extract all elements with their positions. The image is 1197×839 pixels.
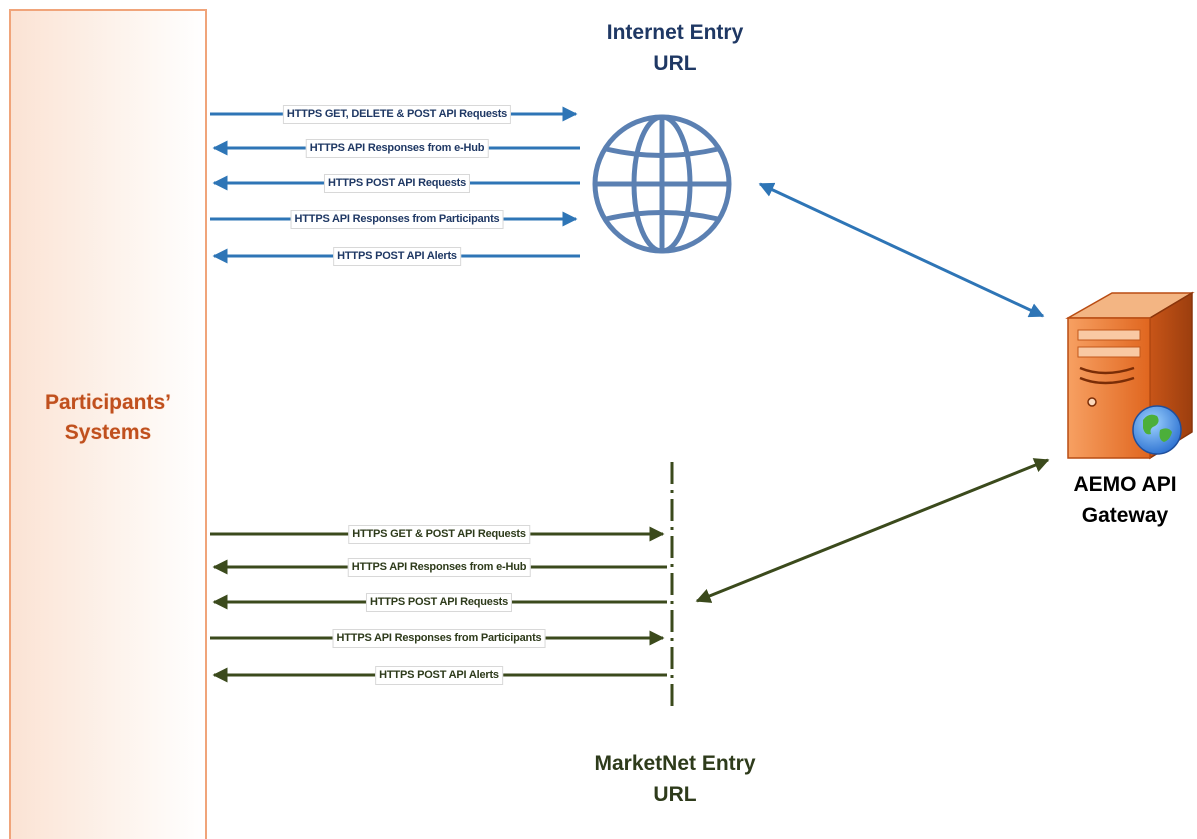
internet-gateway-connector bbox=[758, 182, 1045, 318]
marketnet-entry-title: MarketNet Entry URL bbox=[560, 748, 790, 810]
server-globe-icon bbox=[1065, 291, 1195, 460]
participants-systems-label: Participants’ Systems bbox=[10, 388, 206, 448]
marketnet-flow-label-5: HTTPS POST API Alerts bbox=[375, 666, 503, 685]
participants-systems-box bbox=[9, 9, 207, 839]
internet-flow-label-1: HTTPS GET, DELETE & POST API Requests bbox=[282, 105, 512, 124]
marketnet-title-line1: MarketNet Entry bbox=[594, 752, 756, 775]
internet-flow-label-3: HTTPS POST API Requests bbox=[323, 174, 471, 193]
internet-flow-label-2: HTTPS API Responses from e-Hub bbox=[305, 139, 489, 158]
marketnet-flow-label-4: HTTPS API Responses from Participants bbox=[332, 629, 546, 648]
marketnet-flow-label-3: HTTPS POST API Requests bbox=[365, 593, 513, 612]
participants-label-line2: Systems bbox=[64, 421, 152, 444]
participants-label-line1: Participants’ bbox=[44, 391, 172, 414]
internet-flow-label-5: HTTPS POST API Alerts bbox=[333, 247, 461, 266]
internet-title-line2: URL bbox=[653, 52, 697, 75]
internet-flow-label-4: HTTPS API Responses from Participants bbox=[290, 210, 504, 229]
internet-entry-title: Internet Entry URL bbox=[575, 17, 775, 79]
gateway-title-line2: Gateway bbox=[1081, 504, 1169, 527]
marketnet-title-line2: URL bbox=[653, 783, 697, 806]
aemo-gateway-title: AEMO API Gateway bbox=[1055, 469, 1195, 531]
marketnet-flow-label-2: HTTPS API Responses from e-Hub bbox=[347, 558, 531, 577]
marketnet-flow-label-1: HTTPS GET & POST API Requests bbox=[348, 525, 530, 544]
internet-title-line1: Internet Entry bbox=[606, 21, 744, 44]
internet-globe-icon bbox=[592, 114, 732, 254]
gateway-title-line1: AEMO API bbox=[1073, 473, 1177, 496]
marketnet-gateway-connector bbox=[695, 458, 1050, 603]
